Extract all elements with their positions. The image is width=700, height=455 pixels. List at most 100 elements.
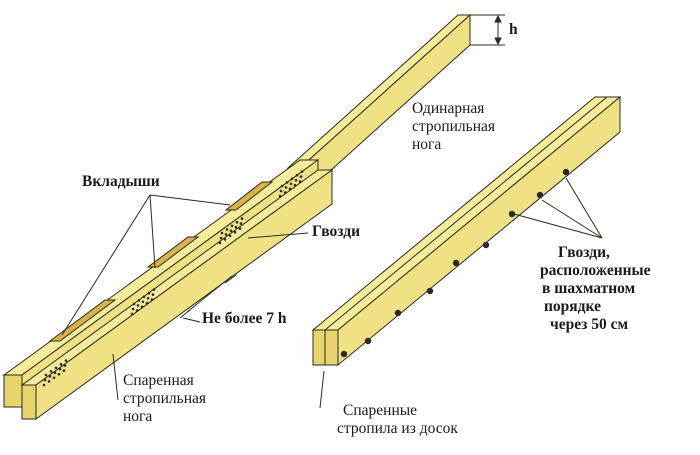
h-dimension (470, 14, 505, 46)
nail-dot (219, 236, 223, 240)
nail-dot (146, 296, 150, 300)
nail-dot (295, 173, 299, 177)
max-7h-dimension (179, 274, 237, 323)
nail-dot (284, 186, 288, 189)
label-paired-boards: Спаренные стропила из досок (337, 402, 458, 438)
nail-dot (47, 380, 51, 383)
nail-dot (298, 180, 302, 183)
nail-dot (140, 305, 144, 309)
paired-rafter-front-board (20, 169, 334, 420)
label-paired-boards-line-2: стропила из досок (337, 420, 458, 437)
nail-dot (230, 224, 234, 228)
inserts-callouts (61, 194, 231, 336)
label-single-rafter-line-2: стропильная (412, 118, 496, 135)
inserts (48, 181, 274, 342)
nail-dot (62, 369, 66, 372)
nail-dot (290, 177, 294, 181)
nail-dot (52, 376, 56, 380)
nail-dot (233, 230, 237, 234)
nail-dot (137, 299, 141, 302)
nail-dot (293, 183, 297, 187)
nail-dot (49, 370, 53, 373)
label-nails-right-line-5: через 50 см (550, 316, 629, 333)
nail-pattern-left (42, 170, 304, 387)
nail-dot (135, 309, 139, 312)
nail-dot (58, 367, 62, 371)
nail-dot (536, 191, 544, 199)
nail-dot (224, 233, 228, 236)
nail-dot (278, 194, 282, 198)
nail-dots-right (340, 168, 570, 358)
nail-dot (289, 182, 293, 186)
nail-dot (130, 312, 134, 316)
nail-dot (562, 168, 570, 176)
nail-dot (234, 225, 238, 229)
nail-dot (239, 222, 243, 225)
label-single-rafter-line-1: Одинарная (412, 100, 485, 117)
nail-dot (53, 371, 57, 375)
nail-dot (225, 228, 229, 231)
nail-dot (136, 304, 140, 307)
nail-dot (280, 184, 284, 188)
nail-dot (426, 287, 434, 295)
nail-dot (132, 302, 136, 306)
label-max-7h: Не более 7 h (202, 310, 287, 327)
label-nails-right-line-1: Гвозди, (558, 244, 610, 261)
label-paired-boards-line-1: Спаренные (343, 402, 418, 419)
nail-dot (151, 293, 155, 296)
nail-dot (152, 288, 156, 291)
nail-dot (48, 375, 52, 378)
paired-rafter-callout (112, 353, 119, 401)
nail-dot (150, 298, 154, 301)
nail-dot (229, 229, 233, 233)
nail-dot (452, 259, 460, 267)
nail-dot (299, 175, 303, 178)
nail-dot (394, 309, 402, 317)
nail-dot (44, 373, 48, 377)
nail-dot (238, 227, 242, 230)
nail-dot (63, 364, 67, 367)
nail-dot (145, 301, 149, 305)
nail-dot (482, 241, 490, 249)
nail-dot (228, 234, 232, 238)
label-paired-rafter: Спаренная стропильная нога (123, 372, 206, 426)
nail-dot (364, 337, 372, 345)
insert-3 (48, 299, 117, 342)
nail-dot (294, 178, 298, 182)
nail-dot (240, 217, 244, 220)
label-h: h (509, 21, 518, 38)
nail-dot (288, 187, 292, 191)
label-nails-left: Гвозди (312, 223, 361, 240)
label-single-rafter-line-3: нога (412, 136, 442, 153)
nail-dot (283, 191, 287, 194)
nail-dot (131, 307, 135, 311)
nail-dot (235, 220, 239, 224)
label-paired-rafter-line-3: нога (123, 408, 153, 425)
label-nails-right: Гвозди, расположенные в шахматном порядк… (540, 244, 651, 334)
nail-dot (279, 189, 283, 193)
nail-dot (285, 181, 289, 184)
nails-left-callout (247, 232, 309, 239)
nail-dot (508, 210, 516, 218)
paired-boards-rafter (311, 95, 622, 367)
label-nails-right-line-3: в шахматном (542, 280, 636, 297)
nails-right-callouts (513, 177, 603, 239)
nail-dot (59, 362, 63, 366)
paired-boards-callout (319, 370, 325, 409)
nail-dot (147, 291, 151, 295)
nail-dot (220, 231, 224, 235)
label-paired-rafter-line-2: стропильная (123, 390, 207, 407)
nail-dot (218, 241, 222, 245)
nail-dot (223, 238, 227, 241)
nail-dot (57, 372, 61, 376)
label-nails-right-line-4: порядке (544, 298, 601, 315)
insert-2 (146, 236, 200, 268)
nail-dot (54, 366, 58, 370)
label-paired-rafter-line-1: Спаренная (123, 372, 194, 389)
nail-dot (42, 383, 46, 387)
label-inserts: Вкладыши (82, 173, 160, 190)
insert-1 (224, 181, 274, 211)
nail-dot (142, 295, 146, 299)
